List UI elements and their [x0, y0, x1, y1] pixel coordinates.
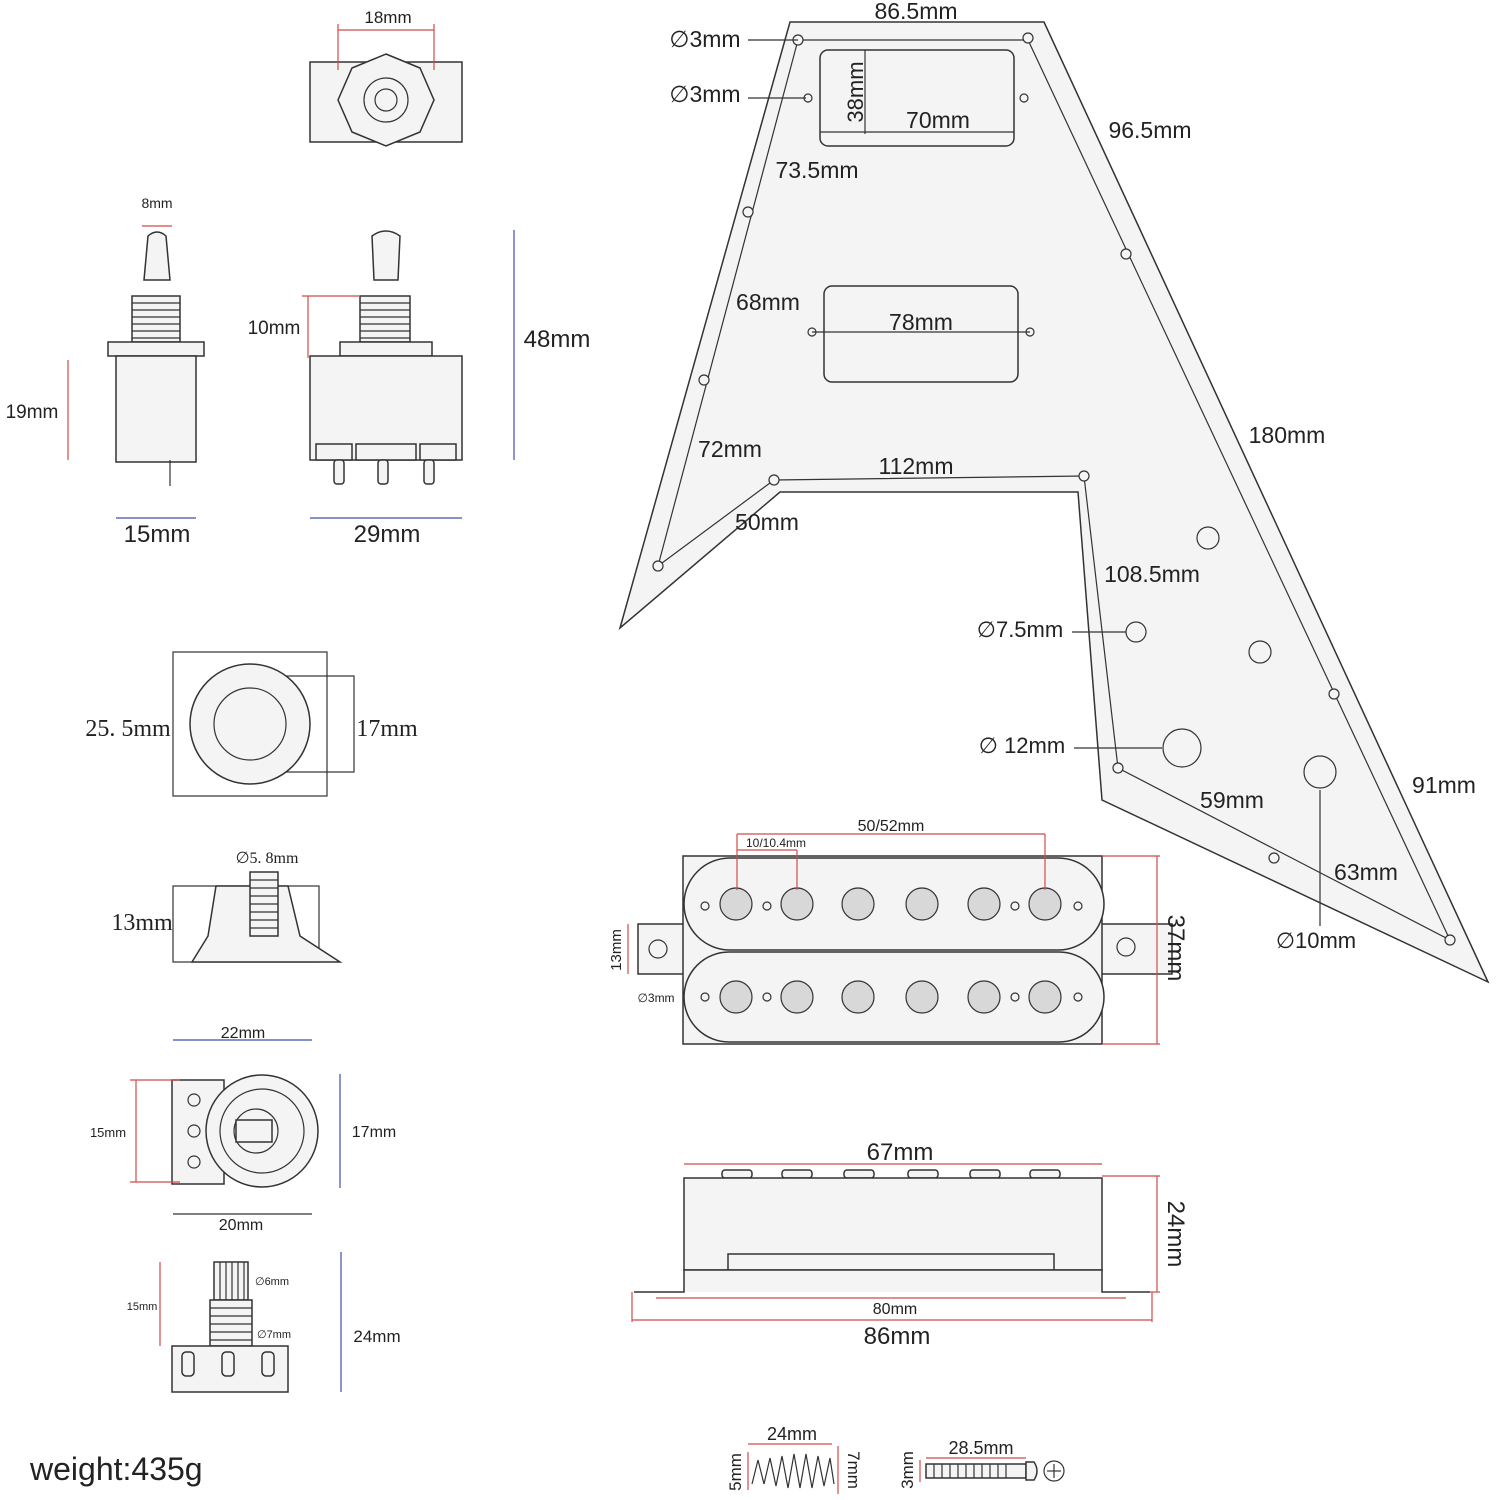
pickup-tab-height-label: 13mm — [608, 929, 625, 971]
pickguard-right-tip-label: 91mm — [1412, 772, 1476, 798]
pot-body-width-label: 20mm — [219, 1217, 263, 1234]
pot-bushing — [209, 1299, 253, 1347]
pot-shaft — [213, 1261, 249, 1301]
knob-outer-diameter-label: 25. 5mm — [85, 716, 171, 742]
pot-bushing-diameter-label: ∅7mm — [257, 1329, 291, 1341]
screw-head-icon — [1043, 1460, 1065, 1482]
pot-shaft-diameter-label: ∅6mm — [255, 1276, 289, 1288]
pickguard-inner-right-label: 108.5mm — [1104, 561, 1200, 587]
spring-large-dia-label: 7mm — [844, 1451, 863, 1489]
knob-inner-diameter-label: 17mm — [356, 716, 418, 742]
switch-total-height-label: 48mm — [524, 326, 591, 353]
pickguard-left-lower-label: 72mm — [698, 436, 762, 462]
switch-top-width-label: 18mm — [364, 8, 411, 27]
front-pickup-cutout — [823, 285, 1019, 383]
knob-height-label: 13mm — [111, 910, 173, 936]
pickup-total-width-label: 86mm — [864, 1323, 931, 1350]
switch-front-width-label: 29mm — [354, 521, 421, 548]
pickup-top-width-label: 67mm — [867, 1139, 934, 1166]
front-cutout-width-label: 78mm — [889, 309, 953, 335]
pot-lug-span-label: 15mm — [90, 1125, 126, 1140]
rear-cutout-width-label: 70mm — [906, 107, 970, 133]
switch-hex-nut — [337, 53, 435, 147]
pickup-height-label: 37mm — [1162, 915, 1189, 982]
switch-side-width-label: 15mm — [124, 521, 191, 548]
switch-lever — [143, 231, 171, 281]
pickup-base-width-label: 80mm — [873, 1301, 917, 1318]
pickup-top-view: 50/52mm 10/10.4mm 13mm ∅3mm 37mm — [608, 818, 1189, 1045]
pickguard-right-long-label: 180mm — [1249, 422, 1326, 448]
pickguard-wing-bottom-label: 50mm — [735, 509, 799, 535]
pickup-side-view: 67mm 24mm 80mm 86mm — [631, 1139, 1189, 1350]
pickup-side-height-label: 24mm — [1162, 1201, 1189, 1268]
switch-hole-label: ∅7.5mm — [977, 617, 1063, 642]
knob-outer-box — [172, 651, 328, 797]
pot-total-width-label: 22mm — [221, 1025, 265, 1042]
knob-shaft-diameter-label: ∅5. 8mm — [236, 850, 299, 867]
pickguard-inner-top-label: 112mm — [879, 453, 954, 479]
jack-hole-label: ∅10mm — [1276, 928, 1356, 953]
switch-hole — [1125, 621, 1147, 643]
screw-diameter-label: 3mm — [898, 1451, 917, 1489]
pot-hole — [1162, 728, 1202, 768]
toggle-switch-front-view: 10mm 48mm 29mm — [248, 230, 591, 548]
rear-cutout-height-label: 38mm — [843, 61, 868, 122]
spring-small-dia-label: 5mm — [726, 1453, 745, 1491]
rear-pickup-cutout — [819, 49, 1015, 147]
pickguard-hole-top-1-label: ∅3mm — [669, 26, 740, 52]
pickguard-right-upper-label: 96.5mm — [1108, 117, 1191, 143]
pickguard-top-width-label: 86.5mm — [874, 0, 957, 24]
switch-lever-width-label: 8mm — [141, 195, 172, 211]
pickguard-lower-tip-label: 63mm — [1334, 859, 1398, 885]
pickguard-left-upper-label: 73.5mm — [775, 157, 858, 183]
screw-length-label: 28.5mm — [948, 1438, 1013, 1458]
pot-side-view: 15mm ∅6mm ∅7mm 24mm — [127, 1252, 401, 1393]
spring-length-label: 24mm — [767, 1424, 817, 1444]
weight-label: weight:435g — [29, 1451, 203, 1487]
pot-shaft-height-label: 15mm — [127, 1301, 158, 1313]
pickup-poles-bottom — [700, 980, 1083, 1014]
pickguard: ∅3mm ∅3mm 86.5mm 38mm 70mm 96.5mm 73.5mm… — [618, 0, 1490, 984]
pickguard-hole — [1196, 526, 1220, 550]
pot-top-view: 22mm 15mm 17mm 20mm — [90, 1025, 396, 1234]
pickguard-hole-top-2-label: ∅3mm — [669, 81, 740, 107]
switch-body-height-label: 19mm — [6, 402, 59, 423]
pickup-mount-hole-label: ∅3mm — [637, 991, 674, 1005]
pot-hole-label: ∅ 12mm — [979, 733, 1065, 758]
pickup-baseplate-side — [634, 1269, 1150, 1293]
pickguard-outline — [618, 21, 1490, 984]
switch-bushing-height-label: 10mm — [248, 318, 301, 339]
pickup-coil-top — [683, 857, 1105, 951]
knob-body — [189, 663, 311, 785]
spring-coil — [751, 1453, 835, 1489]
pickup-coil-bottom — [683, 951, 1105, 1043]
jack-hole — [1303, 755, 1337, 789]
spring: 24mm 5mm 7mm — [726, 1424, 863, 1494]
pickguard-lower-bottom-label: 59mm — [1200, 787, 1264, 813]
pickup-poles-top — [700, 887, 1083, 921]
pickup-pole-span-label: 50/52mm — [858, 818, 925, 835]
toggle-switch-top-view: 18mm — [309, 8, 463, 147]
pickup-pole-spacing-label: 10/10.4mm — [746, 836, 806, 850]
pot-body-diameter-label: 17mm — [352, 1124, 396, 1141]
screw-shaft — [925, 1463, 1027, 1479]
toggle-switch-side-view: 8mm 19mm 15mm — [6, 195, 205, 548]
knob-top-view: 25. 5mm 17mm — [85, 651, 418, 797]
knob-side-view: ∅5. 8mm 13mm — [111, 850, 343, 963]
screw: 28.5mm 3mm — [898, 1438, 1065, 1489]
pot-total-height-label: 24mm — [353, 1327, 400, 1346]
pickguard-left-mid-label: 68mm — [736, 289, 800, 315]
switch-bushing — [131, 295, 181, 343]
switch-body-side — [115, 355, 197, 463]
